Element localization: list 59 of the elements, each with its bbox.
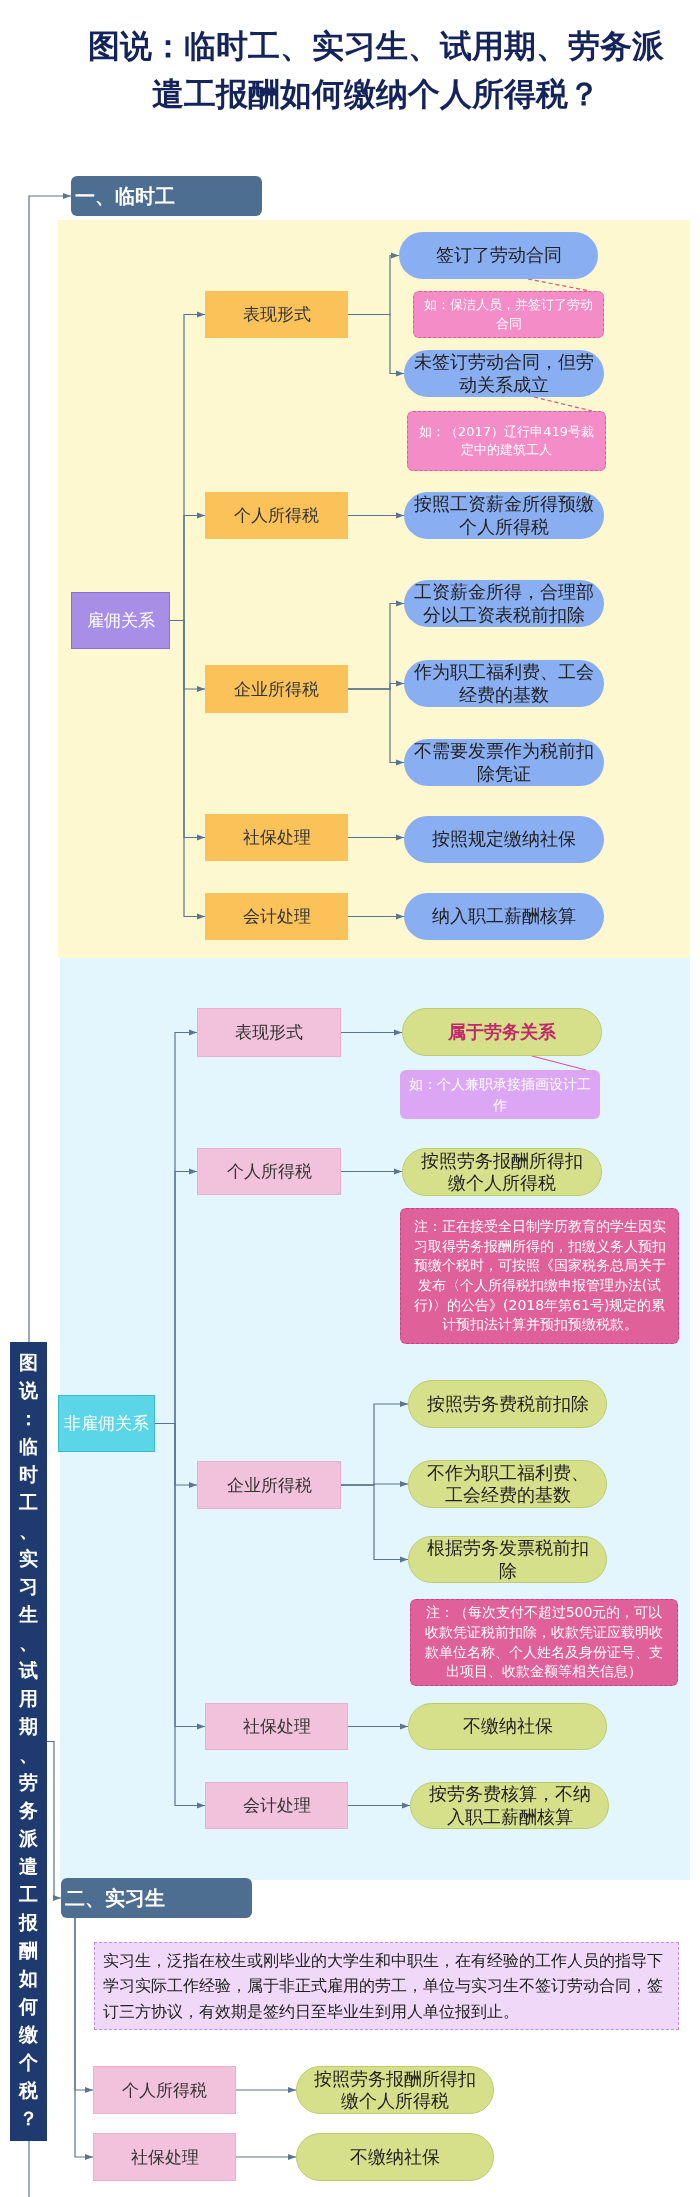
answer-pill: 按照工资薪金所得预缴个人所得税 — [404, 492, 604, 539]
topic-box: 社保处理 — [205, 814, 348, 861]
answer-pill: 纳入职工薪酬核算 — [404, 893, 604, 940]
arrow — [340, 1029, 403, 1036]
note-box: 注：正在接受全日制学历教育的学生因实习取得劳务报酬所得的，扣缴义务人预扣预缴个税时，可按照《国家税务总局关于发布〈个人所得税扣缴申报管理办法(试行)〉的公告》(2018年第61号)规定的累计预扣法计算并预扣预缴税款。 — [400, 1208, 679, 1344]
arrow — [347, 688, 405, 766]
note-box: 如：（2017）辽行申419号裁定中的建筑工人 — [407, 411, 606, 471]
definition-box: 实习生，泛指在校生或刚毕业的大学生和中职生，在有经验的工作人员的指导下学习实际工作经验，属于非正式雇用的劳工，单位与实习生不签订劳动合同，签订三方协议，有效期是签约日至毕业生到用人单位报到止。 — [94, 1942, 679, 2030]
answer-pill: 属于劳务关系 — [402, 1008, 602, 1056]
answer-pill: 按照劳务报酬所得扣缴个人所得税 — [296, 2066, 494, 2114]
arrow — [347, 512, 405, 519]
topic-box: 个人所得税 — [205, 492, 348, 539]
answer-pill: 工资薪金所得，合理部分以工资表税前扣除 — [404, 580, 604, 627]
title-bar: 图说：临时工、实习生、试用期、劳务派遣工报酬如何缴个税？ — [10, 1342, 47, 2141]
answer-pill: 不缴纳社保 — [408, 1703, 607, 1750]
arrow — [235, 2087, 297, 2093]
topic-box: 社保处理 — [93, 2133, 236, 2181]
topic-box: 个人所得税 — [197, 1148, 341, 1195]
topic-box: 企业所得税 — [197, 1461, 341, 1509]
arrow — [347, 834, 405, 841]
arrow — [347, 313, 405, 377]
section-header: 一、临时工 — [71, 176, 262, 216]
note-box: 如：保洁人员，并签订了劳动合同 — [413, 291, 604, 338]
answer-pill: 不缴纳社保 — [296, 2133, 494, 2181]
answer-pill: 按照劳务报酬所得扣缴个人所得税 — [402, 1148, 602, 1196]
arrow — [347, 1802, 411, 1809]
answer-pill: 根据劳务发票税前扣除 — [408, 1536, 607, 1583]
answer-pill: 不需要发票作为税前扣除凭证 — [404, 739, 604, 786]
answer-pill: 按照劳务费税前扣除 — [408, 1380, 607, 1428]
topic-box: 表现形式 — [197, 1008, 341, 1057]
answer-pill: 签订了劳动合同 — [399, 232, 598, 279]
answer-pill: 按劳务费核算，不纳入职工薪酬核算 — [410, 1782, 609, 1829]
answer-pill: 作为职工福利费、工会经费的基数 — [404, 660, 604, 707]
connector-line — [531, 1055, 587, 1071]
section-header: 二、实习生 — [61, 1878, 252, 1918]
topic-box: 表现形式 — [205, 291, 348, 338]
topic-box: 社保处理 — [205, 1703, 348, 1750]
connector-line — [533, 396, 593, 412]
arrow — [347, 913, 405, 920]
category-box: 非雇佣关系 — [58, 1395, 155, 1452]
arrow — [74, 1917, 94, 2160]
arrow — [28, 193, 72, 1343]
answer-pill: 未签订劳动合同，但劳动关系成立 — [404, 350, 604, 397]
arrow — [340, 1484, 409, 1563]
arrow — [235, 2154, 297, 2160]
topic-box: 会计处理 — [205, 1782, 348, 1829]
arrow — [340, 1168, 403, 1175]
arrow — [169, 619, 206, 920]
note-box: 注：（每次支付不超过500元的，可以收款凭证税前扣除，收款凭证应载明收款单位名称、个人姓名及身份证号、支出项目、收款金额等相关信息） — [410, 1599, 678, 1686]
note-box: 如：个人兼职承接插画设计工作 — [400, 1070, 600, 1119]
arrow — [347, 1723, 409, 1730]
arrow — [46, 1740, 62, 1901]
title: 图说：临时工、实习生、试用期、劳务派遣工报酬如何缴纳个人所得税？ — [88, 26, 664, 115]
category-box: 雇佣关系 — [71, 592, 170, 649]
answer-pill: 按照规定缴纳社保 — [404, 816, 604, 863]
topic-box: 个人所得税 — [93, 2066, 236, 2114]
answer-pill: 不作为职工福利费、工会经费的基数 — [408, 1460, 607, 1508]
topic-box: 企业所得税 — [205, 665, 348, 713]
topic-box: 会计处理 — [205, 893, 348, 940]
